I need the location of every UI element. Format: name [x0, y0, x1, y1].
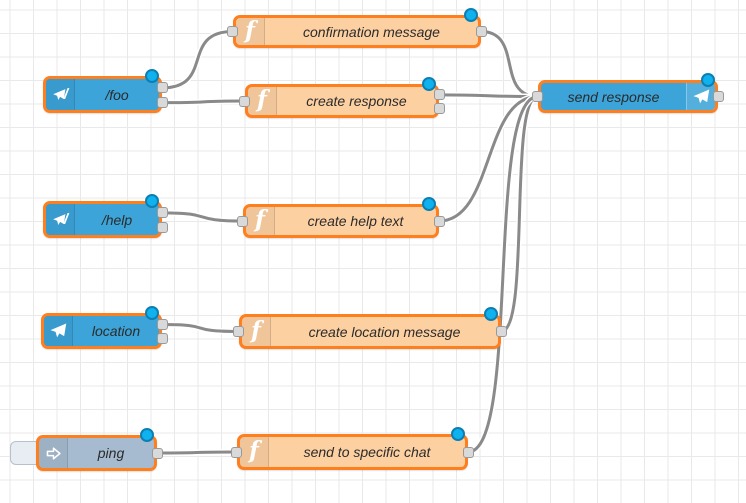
changed-status-dot-help: [145, 194, 159, 208]
wire-help-to-create-help-text[interactable]: [160, 211, 245, 223]
wire-create-help-text-to-send-response[interactable]: [437, 95, 540, 223]
node-label-help: /help: [101, 211, 133, 228]
command-slash-glyph: /: [63, 86, 69, 103]
node-ping[interactable]: ping: [36, 435, 157, 471]
changed-status-dot-create-location-message: [484, 307, 498, 321]
output-port-help-1[interactable]: [157, 222, 168, 234]
changed-status-dot-create-help-text: [422, 197, 436, 211]
function-f-glyph: f: [249, 437, 259, 464]
node-label-create-response: create response: [306, 93, 407, 109]
function-f-icon: f: [248, 87, 277, 115]
node-label-send-to-specific-chat: send to specific chat: [303, 444, 431, 460]
node-label-create-location-message: create location message: [308, 323, 461, 340]
input-port-create-location-message[interactable]: [233, 326, 244, 337]
input-port-send-response[interactable]: [532, 91, 543, 102]
input-port-confirmation-message[interactable]: [227, 26, 238, 37]
function-f-glyph: f: [257, 87, 267, 113]
input-port-create-response[interactable]: [239, 95, 250, 107]
output-port-create-response-1[interactable]: [434, 102, 445, 114]
changed-status-dot-foo: [145, 69, 159, 83]
wire-location-to-create-location-message[interactable]: [160, 323, 241, 333]
output-port-create-response-0[interactable]: [434, 89, 445, 101]
node-label-create-help-text: create help text: [307, 213, 404, 229]
output-port-foo-1[interactable]: [157, 97, 168, 109]
wire-foo-to-create-response[interactable]: [160, 99, 247, 105]
wire-confirmation-message-to-send-response[interactable]: [479, 30, 540, 98]
changed-status-dot-create-response: [422, 77, 436, 91]
output-port-help-0[interactable]: [157, 207, 168, 219]
function-f-glyph: f: [245, 18, 255, 44]
node-label-ping: ping: [97, 445, 125, 461]
output-port-ping-0[interactable]: [152, 447, 163, 459]
node-create-help-text[interactable]: f create help text: [243, 204, 439, 238]
inject-arrow-icon: [39, 438, 68, 468]
node-help[interactable]: / /help: [43, 201, 162, 238]
changed-status-dot-location: [145, 306, 159, 320]
wire-send-to-specific-chat-to-send-response[interactable]: [466, 95, 540, 454]
telegram-plane-slash-icon: /: [46, 204, 75, 235]
node-foo[interactable]: / /foo: [43, 76, 162, 113]
input-port-send-to-specific-chat[interactable]: [231, 446, 242, 458]
function-f-glyph: f: [251, 317, 261, 344]
node-label-foo: /foo: [105, 86, 129, 103]
node-label-send-response: send response: [567, 88, 660, 105]
node-create-response[interactable]: f create response: [245, 84, 439, 118]
wire-create-location-message-to-send-response[interactable]: [499, 95, 540, 333]
telegram-plane-slash-icon: /: [46, 79, 75, 110]
output-port-create-location-message-0[interactable]: [496, 326, 507, 337]
node-create-location-message[interactable]: f create location message: [239, 314, 501, 349]
node-location[interactable]: location: [41, 313, 162, 349]
wire-ping-to-send-to-specific-chat[interactable]: [155, 450, 239, 455]
output-port-create-help-text-0[interactable]: [434, 215, 445, 227]
node-send-to-specific-chat[interactable]: f send to specific chat: [237, 434, 468, 470]
command-slash-glyph: /: [63, 211, 69, 228]
function-f-icon: f: [240, 437, 269, 467]
function-f-icon: f: [246, 207, 275, 235]
wire-create-response-to-send-response[interactable]: [437, 93, 540, 98]
changed-status-dot-confirmation-message: [464, 8, 478, 22]
function-f-icon: f: [242, 317, 271, 346]
node-confirmation-message[interactable]: f confirmation message: [233, 15, 481, 48]
input-port-create-help-text[interactable]: [237, 215, 248, 227]
function-f-icon: f: [236, 18, 265, 45]
output-port-confirmation-message-0[interactable]: [476, 26, 487, 37]
node-send-response[interactable]: send response: [538, 80, 718, 113]
telegram-plane-icon: [44, 316, 73, 346]
output-port-location-1[interactable]: [157, 333, 168, 345]
wire-foo-to-confirmation-message[interactable]: [160, 30, 235, 90]
function-f-glyph: f: [255, 207, 265, 233]
output-port-send-response-0[interactable]: [713, 91, 724, 102]
changed-status-dot-send-to-specific-chat: [451, 427, 465, 441]
output-port-location-0[interactable]: [157, 319, 168, 331]
output-port-foo-0[interactable]: [157, 82, 168, 94]
telegram-plane-icon: [686, 83, 715, 110]
node-label-location: location: [91, 323, 141, 339]
output-port-send-to-specific-chat-0[interactable]: [463, 446, 474, 458]
changed-status-dot-send-response: [701, 73, 715, 87]
node-label-confirmation-message: confirmation message: [303, 23, 440, 40]
changed-status-dot-ping: [140, 428, 154, 442]
